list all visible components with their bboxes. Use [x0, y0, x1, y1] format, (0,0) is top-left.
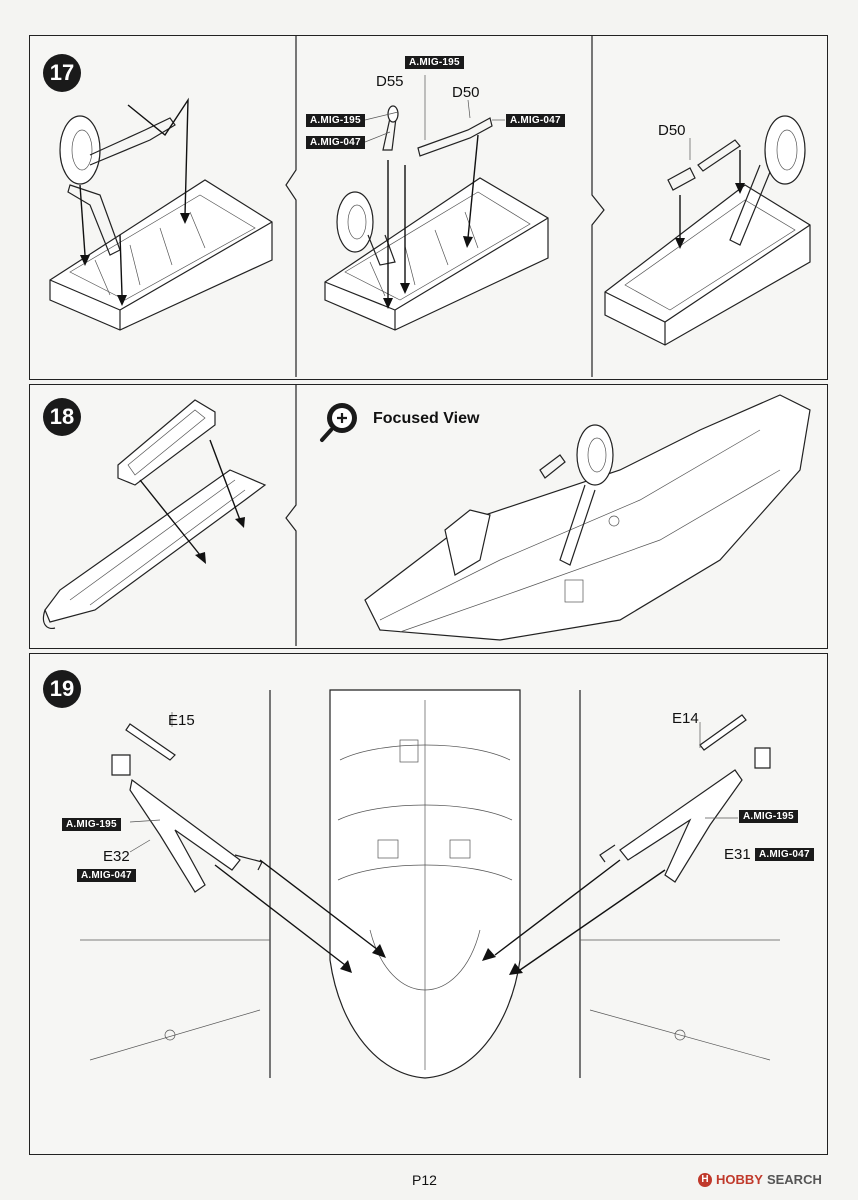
paint-tag: A.MIG-195	[62, 818, 121, 831]
paint-tag: A.MIG-047	[755, 848, 814, 861]
part-label-e15: E15	[168, 712, 195, 729]
paint-tag: A.MIG-195	[306, 114, 365, 127]
s17-bay-3	[604, 115, 811, 346]
divider-18	[285, 385, 297, 646]
divider-17-right	[591, 36, 605, 377]
s19-arrow-left	[259, 859, 379, 951]
step-19-badge: 19	[43, 670, 81, 708]
brand-search: SEARCH	[766, 1172, 822, 1187]
s18-focused-view-drawing	[364, 394, 811, 641]
paint-tag: A.MIG-047	[306, 136, 365, 149]
brand-main: HOBBY	[716, 1172, 763, 1187]
focused-view-label: Focused View	[373, 410, 480, 427]
s18-left-assembly	[42, 399, 267, 630]
s17-bay-1	[49, 115, 273, 331]
divider-17-left	[285, 36, 297, 377]
part-label-d55: D55	[376, 73, 404, 90]
step-17-badge: 17	[43, 54, 81, 92]
part-label-d50: D50	[658, 122, 686, 139]
magnifier-icon	[320, 403, 357, 442]
s19-arrow-right	[494, 859, 621, 956]
part-label-d50: D50	[452, 84, 480, 101]
part-label-e31: E31	[724, 846, 751, 863]
part-label-e32: E32	[103, 848, 130, 865]
step-18-badge: 18	[43, 398, 81, 436]
part-label-e14: E14	[672, 710, 699, 727]
s17-bay-2	[324, 105, 549, 331]
paint-tag: A.MIG-047	[506, 114, 565, 127]
s19-left-strut	[111, 723, 263, 893]
s17-arrow-1	[79, 184, 86, 256]
paint-tag: A.MIG-195	[405, 56, 464, 69]
hobby-search-logo-icon: H	[698, 1172, 712, 1187]
s19-right-strut	[599, 714, 771, 883]
paint-tag: A.MIG-047	[77, 869, 136, 882]
paint-tag: A.MIG-195	[739, 810, 798, 823]
page-number: P12	[412, 1172, 437, 1188]
s19-fuselage-underside	[80, 689, 780, 1079]
hobby-search-watermark: H HOBBY SEARCH	[698, 1172, 822, 1187]
